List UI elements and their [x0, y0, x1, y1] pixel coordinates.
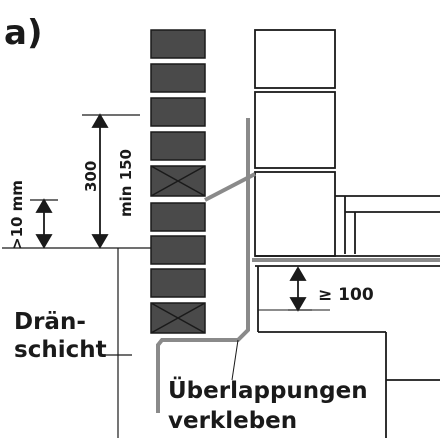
- dimension-100: [288, 266, 312, 312]
- dim-100-text: ≥ 100: [318, 285, 374, 305]
- drain-label-line1: Drän-: [14, 309, 86, 335]
- figure-label: a): [4, 13, 42, 53]
- light-brick: [254, 171, 336, 257]
- dim-300-text: 300: [82, 161, 100, 192]
- light-brick-column: [254, 29, 336, 257]
- cross-marks: [150, 165, 206, 334]
- light-brick: [254, 29, 336, 89]
- overlap-label-line2: verkleben: [168, 408, 297, 434]
- brick: [150, 235, 206, 265]
- brick: [150, 63, 206, 93]
- dimension-300: [82, 113, 140, 249]
- overlap-leader: [231, 339, 239, 381]
- dimension-10mm: [30, 198, 58, 249]
- brick: [150, 29, 206, 59]
- sealing-membrane: [156, 118, 440, 413]
- brick: [150, 202, 206, 232]
- brick: [150, 97, 206, 127]
- light-brick: [254, 91, 336, 169]
- brick: [150, 131, 206, 161]
- brick: [150, 268, 206, 298]
- dim-10mm-text: >10 mm: [8, 180, 26, 250]
- drain-layer-lines: [2, 247, 151, 438]
- drain-label-line2: schicht: [14, 337, 107, 363]
- dim-min150-text: min 150: [117, 149, 135, 217]
- overlap-label-line1: Überlappungen: [168, 376, 368, 404]
- floor-slab: [255, 195, 440, 438]
